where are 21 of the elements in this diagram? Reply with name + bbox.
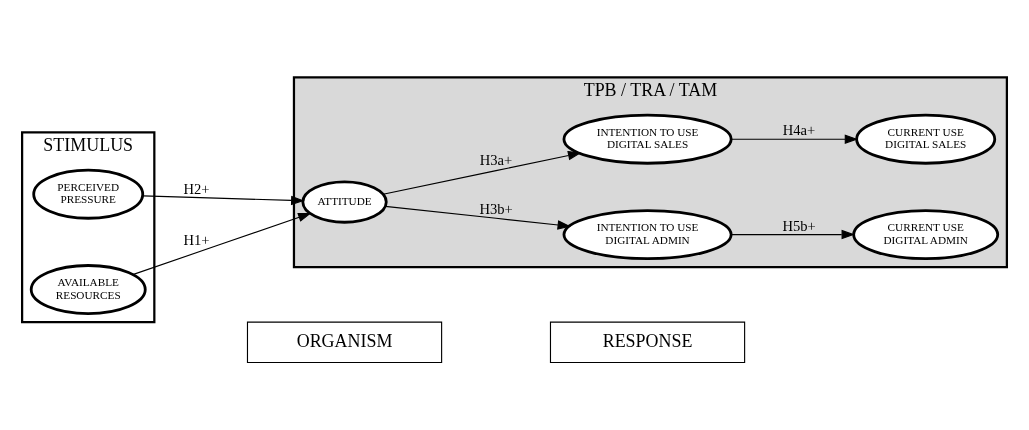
node-ellipse: ATTITUDE [301,179,388,224]
edge-label: H4a+ [782,121,816,138]
node-box: RESPONSE [549,321,746,363]
arrow [142,194,305,205]
edge-label: H5b+ [782,217,816,234]
node-ellipse: PERCEIVED PRESSURE [32,168,145,220]
arrow [384,205,571,230]
node-ellipse: CURRENT USE DIGITAL ADMIN [852,208,1000,260]
arrow [730,133,859,144]
node-ellipse: INTENTION TO USE DIGITAL ADMIN [562,208,733,260]
node-box: ORGANISM [246,321,443,363]
node-ellipse: CURRENT USE DIGITAL SALES [855,113,997,165]
arrow [132,212,312,275]
edge-label: H2+ [183,180,210,196]
edge-label: H1+ [183,231,210,248]
node-ellipse: INTENTION TO USE DIGITAL SALES [562,113,733,165]
arrow [730,229,856,239]
arrow [382,150,582,195]
node-ellipse: AVAILABLE RESOURCES [29,263,147,315]
edge-label: H3b+ [479,200,513,217]
edge-label: H3a+ [479,151,513,168]
